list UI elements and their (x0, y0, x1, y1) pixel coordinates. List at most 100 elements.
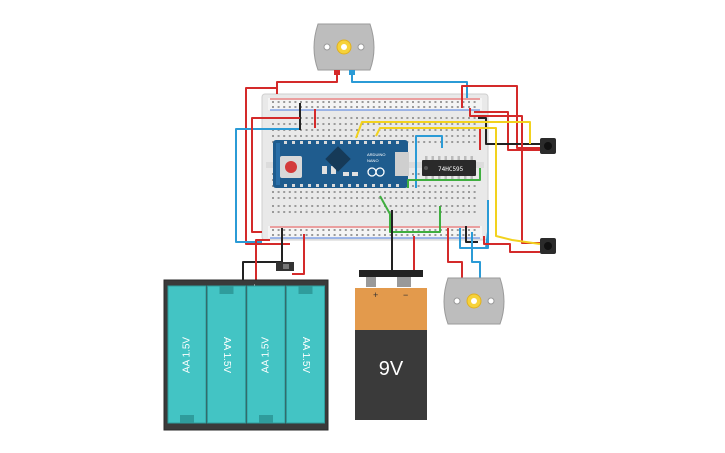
breadboard-hole (316, 191, 319, 193)
dc-motor-top[interactable] (313, 23, 375, 75)
breadboard-hole (412, 173, 414, 175)
wire-red (447, 228, 463, 278)
wire-blue (459, 228, 489, 249)
breadboard-hole (456, 205, 459, 207)
breadboard-hole (400, 229, 403, 231)
breadboard-hole (350, 135, 353, 137)
wires (235, 72, 541, 282)
reset-button[interactable] (285, 161, 297, 173)
breadboard-hole (277, 211, 280, 213)
battery-9v[interactable]: + − 9V (355, 270, 427, 420)
breadboard-hole (311, 197, 314, 199)
aa-battery-cell: AA 1.5V (246, 285, 286, 424)
arduino-pin (340, 184, 343, 187)
ic-pin (470, 156, 473, 160)
breadboard-hole (428, 123, 431, 125)
breadboard-hole (456, 229, 459, 231)
breadboard-hole (451, 117, 454, 119)
breadboard-hole (288, 106, 291, 108)
breadboard-hole (344, 211, 347, 213)
ic-pin (451, 156, 454, 160)
breadboard-hole (344, 123, 347, 125)
breadboard-hole (417, 141, 420, 143)
breadboard-hole (328, 106, 330, 108)
breadboard-hole (356, 191, 358, 193)
breadboard-hole (434, 117, 437, 119)
arduino-pin (324, 141, 327, 144)
breadboard-hole (473, 106, 476, 108)
breadboard-hole (434, 141, 437, 143)
breadboard-hole (328, 129, 330, 131)
breadboard-hole (384, 135, 386, 137)
breadboard-hole (288, 211, 291, 213)
breadboard-hole (356, 211, 358, 213)
breadboard-hole (473, 234, 476, 236)
breadboard-hole (344, 135, 347, 137)
breadboard-hole (372, 205, 375, 207)
breadboard-hole (473, 229, 476, 231)
breadboard-hole (294, 205, 297, 207)
arduino-pin (396, 184, 399, 187)
breadboard-hole (406, 117, 409, 119)
breadboard-hole (311, 117, 314, 119)
breadboard-hole (389, 106, 392, 108)
breadboard-hole (451, 185, 454, 187)
dc-motor-bottom[interactable] (443, 277, 505, 325)
breadboard-hole (272, 141, 274, 143)
breadboard-hole (428, 129, 431, 131)
breadboard-hole (350, 191, 353, 193)
breadboard-hole (339, 106, 342, 108)
breadboard-hole (400, 117, 403, 119)
breadboard-hole (367, 205, 370, 207)
ic-pin (431, 176, 434, 180)
breadboard-hole (456, 191, 459, 193)
breadboard-hole (333, 234, 336, 236)
breadboard-hole (389, 197, 392, 199)
slide-switch[interactable] (276, 262, 294, 271)
breadboard-hole (473, 191, 476, 193)
breadboard-hole (339, 129, 342, 131)
breadboard-hole (272, 191, 274, 193)
breadboard-hole (428, 205, 431, 207)
breadboard-hole (372, 129, 375, 131)
wire-red (292, 234, 305, 275)
breadboard-hole (322, 191, 325, 193)
breadboard-hole (473, 123, 476, 125)
breadboard-hole (344, 106, 347, 108)
breadboard-hole (288, 191, 291, 193)
breadboard-hole (384, 101, 386, 103)
push-button-1[interactable] (540, 138, 556, 154)
usb-connector (395, 152, 409, 176)
breadboard-hole (356, 129, 358, 131)
breadboard-hole (277, 106, 280, 108)
breadboard-hole (294, 101, 297, 103)
breadboard-hole (389, 101, 392, 103)
breadboard-hole (328, 135, 330, 137)
breadboard-hole (423, 234, 426, 236)
push-button-2[interactable] (540, 238, 556, 254)
breadboard-hole (361, 197, 364, 199)
breadboard-hole (322, 101, 325, 103)
breadboard-hole (356, 123, 358, 125)
breadboard-hole (445, 205, 448, 207)
breadboard-hole (389, 205, 392, 207)
arduino-nano[interactable]: ARDUINO NANO (273, 140, 409, 188)
breadboard-hole (400, 211, 403, 213)
breadboard-hole (378, 135, 381, 137)
breadboard-hole (384, 234, 386, 236)
breadboard-hole (356, 106, 358, 108)
breadboard-hole (412, 106, 414, 108)
breadboard-hole (400, 191, 403, 193)
breadboard-hole (300, 197, 302, 199)
breadboard-hole (412, 117, 414, 119)
breadboard-hole (322, 129, 325, 131)
ic-pin (425, 176, 428, 180)
breadboard-hole (378, 123, 381, 125)
breadboard-hole (344, 234, 347, 236)
shift-register-ic[interactable]: 74HC595 (422, 156, 476, 180)
breadboard-hole (462, 117, 465, 119)
breadboard-hole (283, 106, 286, 108)
breadboard-hole (361, 117, 364, 119)
breadboard-hole (316, 234, 319, 236)
